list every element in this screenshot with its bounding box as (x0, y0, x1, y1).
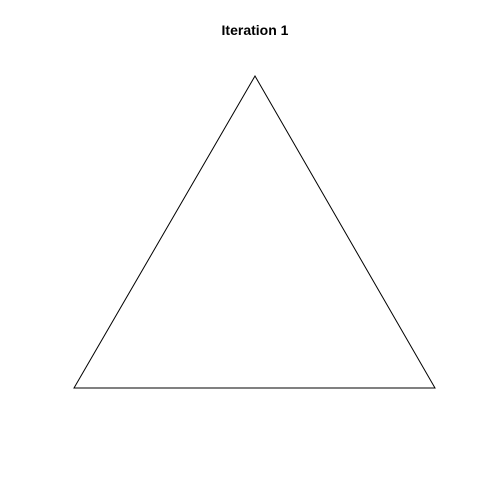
triangle-outline (73, 75, 436, 389)
plot-title: Iteration 1 (221, 22, 289, 38)
